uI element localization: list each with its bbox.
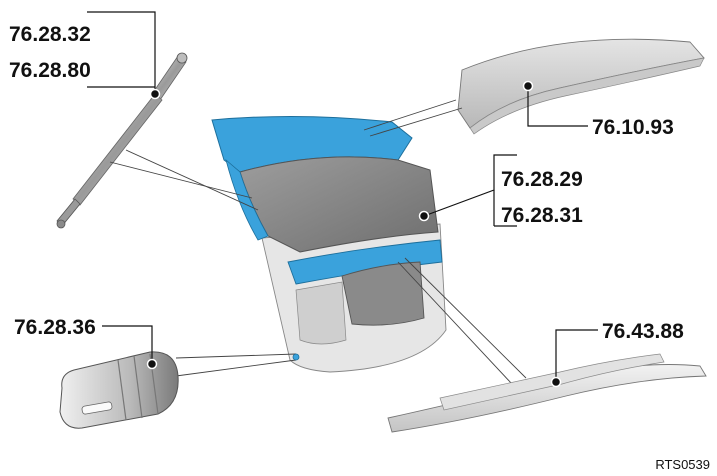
trim-connector-line-2	[397, 261, 513, 385]
tailgate-callout-dot	[418, 210, 430, 222]
rubber-buffer-part	[59, 351, 179, 429]
tailgate-part	[211, 115, 447, 373]
rear-spoiler-part	[457, 38, 705, 135]
spoiler-callout-dot	[522, 80, 534, 92]
trim-strip-part	[387, 353, 707, 433]
strut-callout-dot	[149, 88, 161, 100]
buffer-mount-point	[292, 353, 300, 361]
trim-connector-line	[404, 257, 527, 379]
label-tailgate-a: 76.28.29	[501, 168, 583, 191]
label-tailgate-b: 76.28.31	[501, 204, 583, 227]
spoiler-connector-line-2	[369, 107, 463, 137]
label-spoiler: 76.10.93	[592, 116, 674, 139]
label-strut-a: 76.28.32	[9, 23, 91, 46]
gas-strut-part	[56, 52, 188, 229]
label-strut-b: 76.28.80	[9, 59, 91, 82]
strut-connector-line-2	[109, 161, 253, 199]
strut-connector-line	[125, 149, 259, 211]
label-buffer: 76.28.36	[14, 316, 96, 339]
spoiler-connector-line	[363, 99, 457, 131]
reference-code: RTS0539	[655, 457, 710, 472]
buffer-connector-line	[175, 353, 297, 359]
label-trim: 76.43.88	[602, 320, 684, 343]
trim-callout-dot	[550, 376, 562, 388]
buffer-callout-dot	[146, 358, 158, 370]
buffer-connector-line-2	[175, 359, 297, 377]
